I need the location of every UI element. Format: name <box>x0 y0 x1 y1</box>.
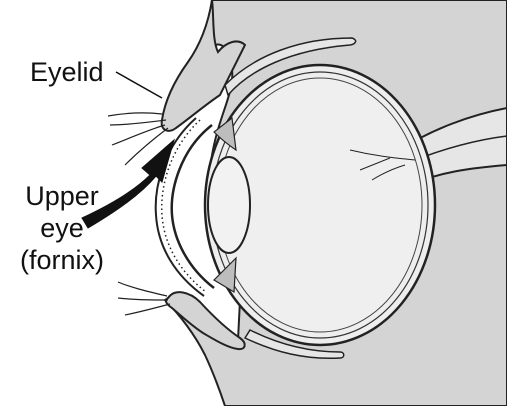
fornix-arrow <box>81 138 175 229</box>
lower-eyelashes <box>117 281 171 316</box>
retinal-vessel <box>349 149 416 181</box>
iris-lower <box>213 256 237 294</box>
eyelid-leader-line <box>115 71 163 99</box>
lower-conjunctiva <box>243 329 345 360</box>
conjunctiva-dotted-layer <box>160 119 207 293</box>
upper-eyelid <box>160 0 247 132</box>
upper-label-line-1: Upper <box>25 181 99 211</box>
upper-label-line-2: eye <box>40 213 84 243</box>
eyelid-label: Eyelid <box>30 57 104 87</box>
upper-eyelashes <box>107 112 169 166</box>
cornea <box>170 124 215 289</box>
upper-eye-fornix-label: Upper eye (fornix) <box>14 180 110 276</box>
lens <box>207 156 251 254</box>
upper-label-line-3: (fornix) <box>19 245 104 275</box>
upper-conjunctiva <box>224 37 357 97</box>
iris-upper <box>213 116 237 152</box>
lower-eyelid <box>164 291 246 351</box>
